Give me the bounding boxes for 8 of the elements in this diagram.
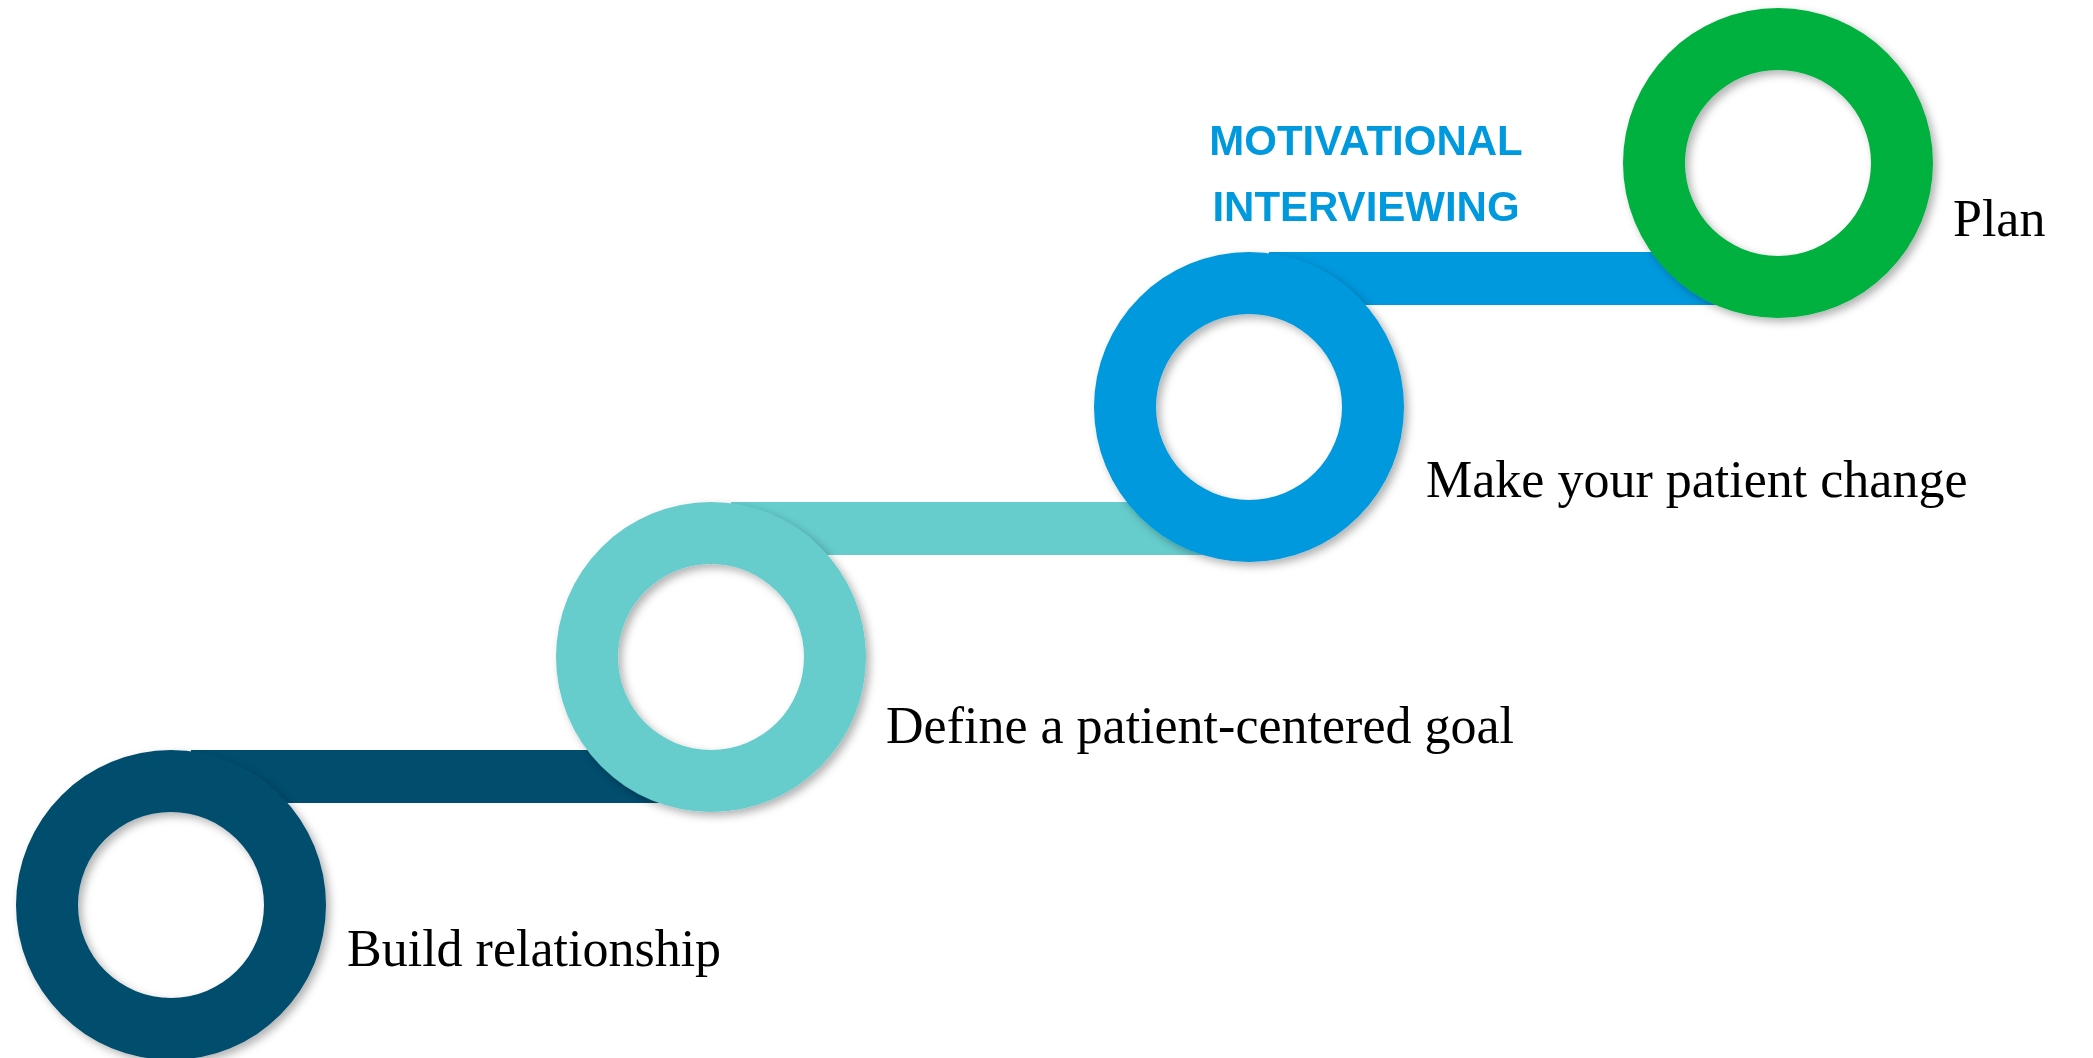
step-label: Define a patient-centered goal (886, 697, 1514, 755)
connector-bar (191, 750, 659, 803)
connector-bar (731, 502, 1203, 555)
step-label: Build relationship (347, 920, 722, 978)
connector-bar (1269, 252, 1716, 305)
step-label: Plan (1953, 190, 2046, 248)
step-label: Make your patient change (1426, 451, 1968, 509)
diagram-title: MOTIVATIONAL INTERVIEWING (1208, 116, 1524, 232)
